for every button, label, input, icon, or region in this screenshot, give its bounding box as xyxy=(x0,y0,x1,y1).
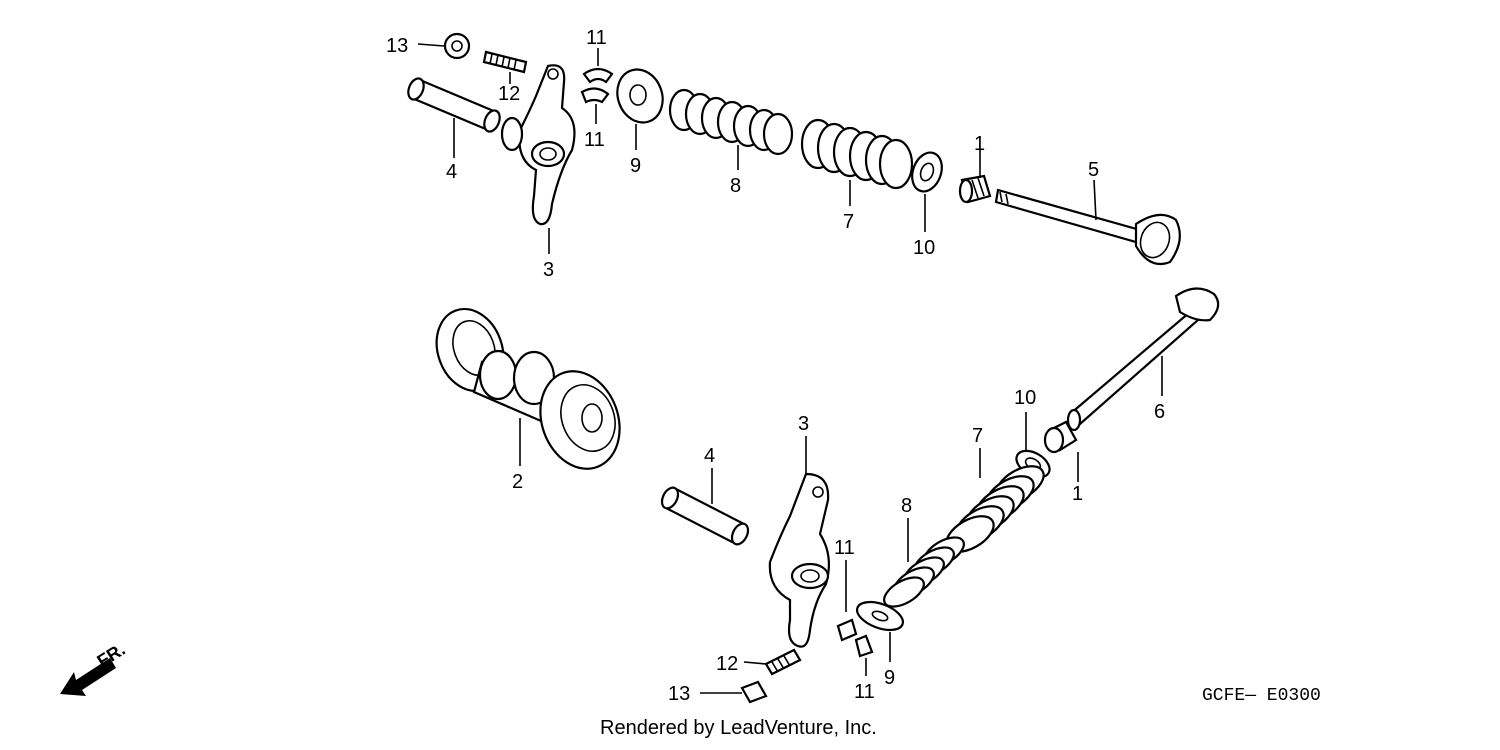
callout-12-upper: 12 xyxy=(498,83,520,105)
callout-1-lower: 1 xyxy=(1072,483,1083,505)
part-cotter-lower-b xyxy=(854,634,874,658)
callout-10-upper: 10 xyxy=(913,237,935,259)
callout-6: 6 xyxy=(1154,401,1165,423)
rendered-by-credit: Rendered by LeadVenture, Inc. xyxy=(600,717,877,739)
leader-12-lower xyxy=(743,661,767,665)
callout-11-lower-a: 11 xyxy=(834,537,855,559)
part-outer-spring-lower xyxy=(945,465,1045,553)
part-rocker-arm-lower xyxy=(768,472,831,648)
callout-9-upper: 9 xyxy=(630,155,641,177)
diagram-code: GCFE— E0300 xyxy=(1202,686,1321,706)
callout-8-lower: 8 xyxy=(901,495,912,517)
part-stem-seal-lower xyxy=(1043,420,1078,454)
part-spring-retainer-lower xyxy=(855,600,905,632)
callout-5: 5 xyxy=(1088,159,1099,181)
callout-11-lower-b: 11 xyxy=(854,681,875,703)
part-cotter-upper-b xyxy=(580,87,610,104)
part-spring-seat-upper xyxy=(911,151,943,193)
part-inner-spring-lower xyxy=(883,536,965,608)
leader-13-upper xyxy=(417,43,445,47)
callout-4-lower: 4 xyxy=(704,445,715,467)
callout-10-lower: 10 xyxy=(1014,387,1036,409)
leader-5 xyxy=(1093,179,1097,221)
part-cotter-lower-a xyxy=(836,618,858,642)
callout-11-upper-b: 11 xyxy=(584,129,605,151)
callout-7-lower: 7 xyxy=(972,425,983,447)
part-camshaft xyxy=(435,307,621,470)
callout-3-upper: 3 xyxy=(543,259,554,281)
callout-1-upper: 1 xyxy=(974,133,985,155)
part-rocker-shaft-upper xyxy=(407,77,501,133)
part-valve-lower xyxy=(1066,287,1220,432)
part-inner-spring-upper xyxy=(668,88,794,156)
front-arrow-icon xyxy=(60,658,116,696)
callout-8-upper: 8 xyxy=(730,175,741,197)
part-adjusting-screw-lower xyxy=(764,648,802,676)
part-spring-retainer-upper xyxy=(616,68,664,124)
callout-3-lower: 3 xyxy=(798,413,809,435)
part-nut-lower xyxy=(740,680,768,704)
callout-12-lower: 12 xyxy=(716,653,738,675)
callout-7-upper: 7 xyxy=(843,211,854,233)
part-cotter-upper-a xyxy=(582,67,614,84)
part-outer-spring-upper xyxy=(800,118,914,190)
part-valve-upper xyxy=(994,188,1181,266)
callout-2: 2 xyxy=(512,471,523,493)
callout-13-upper: 13 xyxy=(386,35,408,57)
part-rocker-arm-upper xyxy=(500,64,576,226)
callout-4-upper: 4 xyxy=(446,161,457,183)
part-rocker-shaft-lower xyxy=(660,486,750,546)
callout-11-upper-a: 11 xyxy=(586,27,607,49)
callout-9-lower: 9 xyxy=(884,667,895,689)
part-stem-seal-upper xyxy=(958,174,992,204)
part-adjusting-screw-upper xyxy=(482,50,528,74)
part-nut-upper xyxy=(443,32,471,60)
callout-13-lower: 13 xyxy=(668,683,690,705)
